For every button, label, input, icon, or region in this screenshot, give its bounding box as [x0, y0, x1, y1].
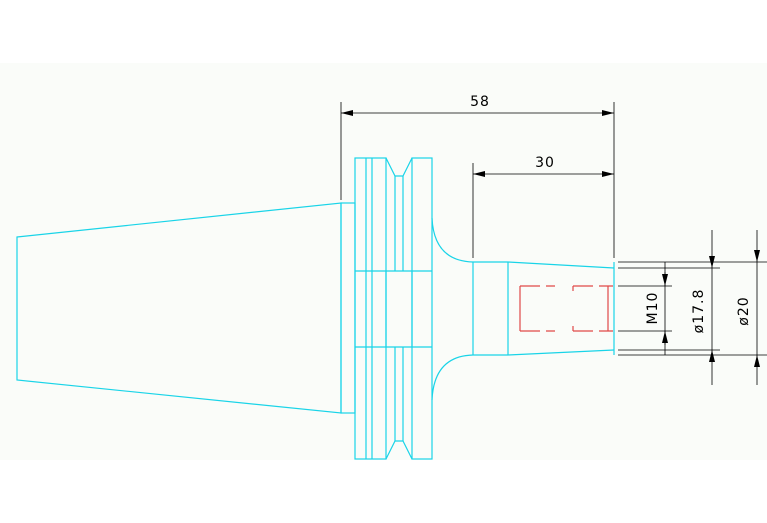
flange [354, 157, 433, 460]
overall-length-label: 58 [470, 94, 490, 110]
inner-diameter-label: ø17.8 [691, 289, 707, 334]
lower-fillet [431, 354, 474, 401]
outer-diameter-label: ø20 [736, 296, 752, 325]
drawing-area-background [0, 63, 767, 460]
thread-hole [519, 285, 613, 332]
thread-size-label: M10 [645, 292, 661, 325]
nose-body [472, 261, 615, 356]
dimension-lines [340, 102, 767, 385]
bore-depth-label: 30 [535, 155, 555, 171]
tool-holder-outline [16, 157, 615, 460]
upper-fillet [431, 217, 474, 263]
